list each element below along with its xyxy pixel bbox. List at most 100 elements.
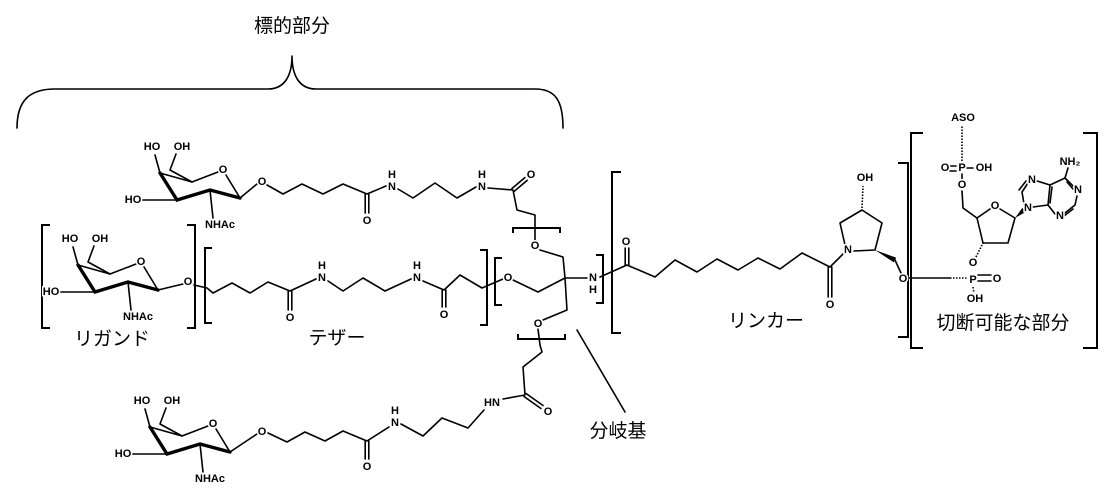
top-galnac-c6-oh-bond xyxy=(170,154,192,182)
top-amide2-oxygen: O xyxy=(527,169,536,181)
bottom-galnac-glycosidic-bond xyxy=(230,434,257,452)
linker-right-bracket xyxy=(898,163,908,337)
top-galnac-acetamido: NHAc xyxy=(205,219,235,231)
phosphate-3-hydroxyl: OH xyxy=(967,293,984,305)
bottom-tether-chain xyxy=(268,427,389,442)
branch-pointer-line xyxy=(577,330,625,412)
bottom-galnac-nhac-bond xyxy=(200,444,203,472)
middle-tether-chain xyxy=(194,279,316,293)
pyrrolidine-n: N xyxy=(844,244,852,256)
top-galnac-c4-hydroxyl: HO xyxy=(144,141,161,153)
pyrrolidine-hydroxyl: OH xyxy=(857,172,874,184)
top-amide-oxygen: O xyxy=(363,215,372,227)
linker-carbonyl-2-oxygen: O xyxy=(826,299,835,311)
bottom-galnac-ring-oxygen: O xyxy=(209,418,218,430)
top-galnac-c4-oh-bond xyxy=(155,155,160,173)
ligand-galnac-glycosidic-bond xyxy=(158,284,183,290)
targeting-moiety-label: 標的部分 xyxy=(254,15,330,37)
bottom-branch-bracket xyxy=(518,334,565,339)
branch-core-bonds xyxy=(540,250,567,320)
middle-amide2-h: H xyxy=(413,260,421,272)
branch-core-bonds xyxy=(513,278,587,292)
middle-amide-n: N xyxy=(318,272,326,284)
adenine-n1: N xyxy=(1074,184,1082,196)
bottom-amide2-h: H xyxy=(391,405,399,417)
linker-alkyl-chain xyxy=(600,253,843,277)
bottom-amide2-n: N xyxy=(391,417,399,429)
bonds xyxy=(42,125,1097,472)
bottom-galnac-c3-hydroxyl: HO xyxy=(115,448,132,460)
linker-left-bracket xyxy=(612,172,621,333)
tether-label: テザー xyxy=(308,327,365,349)
top-propyl-chain xyxy=(398,183,476,198)
branch-amine-n: N xyxy=(589,272,597,284)
c5-bond xyxy=(962,191,977,218)
phosphate-5-p: P xyxy=(958,162,965,174)
middle-amide-h: H xyxy=(318,260,326,272)
targeting-moiety-brace xyxy=(17,56,563,128)
phosphate-3-oxygen: O xyxy=(969,257,978,269)
ligand-galnac-c6-oh-bond xyxy=(88,246,110,274)
ligand-galnac-ring-oxygen: O xyxy=(137,256,146,268)
phosphate-5-oxygen: O xyxy=(958,179,967,191)
phosphate-3-oxo: O xyxy=(993,273,1002,285)
bottom-galnac-acetamido: NHAc xyxy=(195,473,225,485)
bottom-amide-hn: HN xyxy=(484,397,500,409)
bottom-galnac-c6-hydroxyl: OH xyxy=(164,395,181,407)
bottom-galnac-c4-hydroxyl: HO xyxy=(134,395,151,407)
deoxyribose-ring-oxygen: O xyxy=(991,200,1000,212)
top-galnac-ring-oxygen: O xyxy=(219,164,228,176)
linker-label: リンカー xyxy=(728,310,804,332)
top-galnac-c6-hydroxyl: OH xyxy=(174,141,191,153)
middle-propyl-chain xyxy=(328,278,411,291)
middle-amide2-oxygen: O xyxy=(440,309,449,321)
top-tether-chain xyxy=(267,184,386,194)
adenine-n3: N xyxy=(1056,210,1064,222)
top-galnac-glycosidic-bond xyxy=(240,184,257,198)
middle-amide-oxygen: O xyxy=(286,312,295,324)
bottom-galnac-glycosidic-oxygen: O xyxy=(258,426,267,438)
top-galnac-nhac-bond xyxy=(210,190,213,218)
ligand-galnac-nhac-bond xyxy=(128,282,131,310)
adenine-n9: N xyxy=(1024,202,1032,214)
bottom-amide-oxygen: O xyxy=(544,406,553,418)
linker-carbonyl-1-oxygen: O xyxy=(622,236,631,248)
ligand-galnac-glycosidic-oxygen: O xyxy=(184,276,193,288)
branch-label: 分岐基 xyxy=(589,420,646,442)
ligand-galnac-c4-oh-bond xyxy=(73,247,78,265)
top-amide2-h: H xyxy=(478,169,486,181)
cleavable-left-bracket xyxy=(911,133,923,348)
c3-o-bond xyxy=(976,243,983,257)
ligand-galnac-c4-hydroxyl: HO xyxy=(62,233,79,245)
ligand-galnac-c3-hydroxyl: HO xyxy=(43,286,60,298)
cleavable-moiety-label: 切断可能な部分 xyxy=(936,312,1069,334)
linker-phosphate-oxygen: O xyxy=(899,273,908,285)
ligand-left-bracket xyxy=(42,225,50,328)
adenine-n7: N xyxy=(1028,174,1036,186)
branch-right-bracket xyxy=(596,255,603,303)
phosphate-3-p: P xyxy=(969,274,976,286)
bottom-propyl-chain xyxy=(401,410,484,436)
sugar-ring-bonds xyxy=(983,209,1015,243)
middle-tether-end xyxy=(423,275,503,290)
branch-amine-h: H xyxy=(589,284,597,296)
cleavable-right-bracket xyxy=(1083,133,1097,348)
bottom-galnac-c4-oh-bond xyxy=(145,409,150,427)
pyrrolidine-wedge-bond xyxy=(875,250,896,262)
top-amide-h: H xyxy=(388,169,396,181)
sugar-ring-bonds xyxy=(977,209,990,243)
top-amide2-n: N xyxy=(478,181,486,193)
ligand-label: リガンド xyxy=(74,328,150,350)
top-galnac-glycosidic-oxygen: O xyxy=(258,176,267,188)
phosphate-5-hydroxyl: OH xyxy=(976,162,993,174)
bottom-amide2-oxygen: O xyxy=(363,461,372,473)
middle-amide2-n: N xyxy=(413,272,421,284)
adenine-n3c4-bond xyxy=(1048,205,1055,214)
aso-label: ASO xyxy=(951,112,975,124)
branch-bottom-oxygen: O xyxy=(534,318,543,330)
top-amide-n: N xyxy=(388,181,396,193)
branch-top-oxygen: O xyxy=(531,240,540,252)
pyrrolidine-oh-bond xyxy=(862,186,863,208)
linker-ch2-bond xyxy=(895,260,901,273)
